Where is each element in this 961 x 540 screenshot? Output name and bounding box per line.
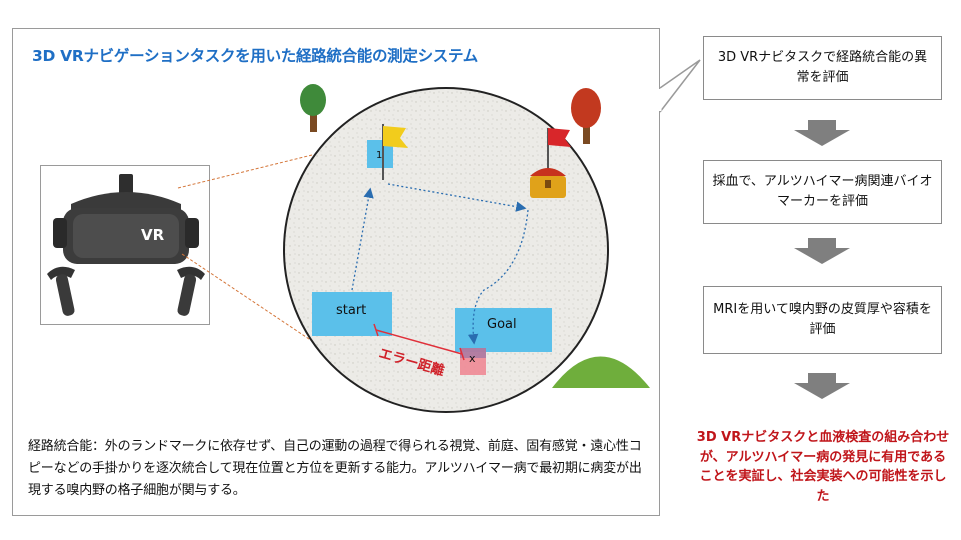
start-label: start [336, 303, 366, 318]
flow-step-2: 採血で、アルツハイマー病関連バイオマーカーを評価 [703, 160, 942, 224]
flow-step-3-text: MRIを用いて嗅内野の皮質厚や容積を評価 [713, 302, 932, 337]
red-tree-icon [571, 88, 601, 144]
route-segment-2 [387, 183, 527, 212]
goal-label: Goal [487, 317, 517, 332]
flow-arrow-2 [794, 238, 850, 264]
x-marker-label: x [469, 352, 476, 365]
flow-step-3: MRIを用いて嗅内野の皮質厚や容積を評価 [703, 286, 942, 354]
green-hill-icon [552, 356, 650, 388]
vr-label: VR [141, 226, 165, 244]
page-title: 3D VRナビゲーションタスクを用いた経路統合能の測定システム [32, 47, 478, 65]
right-controller-icon [177, 266, 205, 316]
treasure-chest-icon [530, 128, 571, 198]
green-tree-icon [300, 84, 326, 132]
vr-headset-icon: VR [53, 174, 199, 264]
flow-arrow-1 [794, 120, 850, 146]
route-segment-1 [351, 187, 374, 291]
flag-number-label: 1 [376, 150, 382, 161]
error-distance-line [373, 323, 465, 361]
conclusion-text: 3D VRナビタスクと血液検査の組み合わせが、アルツハイマー病の発見に有用である… [696, 430, 950, 504]
x-overlap-region [460, 348, 486, 358]
start-box [312, 292, 392, 336]
yellow-flag-icon: 1 [367, 124, 408, 180]
flow-step-2-text: 採血で、アルツハイマー病関連バイオマーカーを評価 [712, 174, 933, 209]
description-text: 経路統合能：外のランドマークに依存せず、自己の運動の過程で得られる視覚、前庭、固… [28, 439, 642, 498]
left-controller-icon [47, 266, 75, 316]
connector-line-bottom [181, 253, 319, 346]
flow-step-1: 3D VRナビタスクで経路統合能の異常を評価 [703, 36, 942, 100]
vr-headset-figure: VR [40, 165, 210, 325]
flow-arrow-3 [794, 373, 850, 399]
connector-line-top [177, 154, 313, 189]
goal-box [455, 308, 552, 352]
flow-step-1-text: 3D VRナビタスクで経路統合能の異常を評価 [717, 50, 928, 85]
route-segment-3 [467, 209, 529, 345]
